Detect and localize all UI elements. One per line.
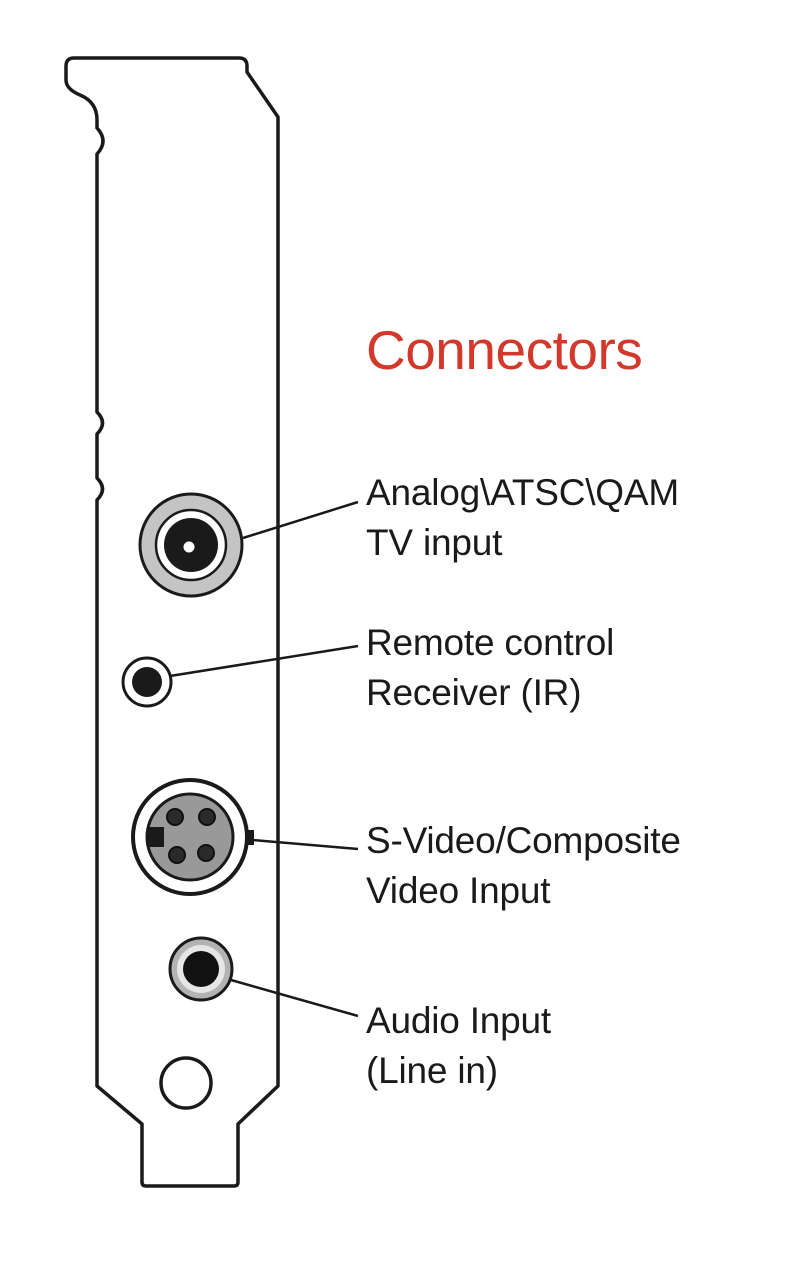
label-ir-receiver: Remote control Receiver (IR) xyxy=(366,618,614,718)
leader-line-tv-input xyxy=(242,500,359,540)
label-video-input-line2: Video Input xyxy=(366,870,551,911)
ir-receiver-connector xyxy=(121,656,173,708)
coax-tv-connector xyxy=(138,492,244,598)
label-tv-input-line2: TV input xyxy=(366,522,503,563)
diagram-title: Connectors xyxy=(366,319,643,381)
label-tv-input: Analog\ATSC\QAM TV input xyxy=(366,468,679,568)
label-tv-input-line1: Analog\ATSC\QAM xyxy=(366,472,679,513)
label-video-input-line1: S-Video/Composite xyxy=(366,820,681,861)
label-audio-input-line1: Audio Input xyxy=(366,1000,552,1041)
label-audio-input-line2: (Line in) xyxy=(366,1050,498,1091)
label-video-input: S-Video/Composite Video Input xyxy=(366,816,681,916)
audio-jack-connector xyxy=(168,936,234,1002)
label-ir-receiver-line2: Receiver (IR) xyxy=(366,672,582,713)
label-audio-input: Audio Input (Line in) xyxy=(366,996,551,1096)
label-ir-receiver-line1: Remote control xyxy=(366,622,615,663)
s-video-key-slot xyxy=(148,827,164,847)
screw-hole xyxy=(159,1056,213,1110)
s-video-connector xyxy=(131,778,254,896)
bracket-outline xyxy=(64,56,280,1188)
leader-line-ir-receiver xyxy=(169,644,359,678)
leader-line-video-input xyxy=(251,838,359,851)
leader-line-audio-input xyxy=(230,978,359,1018)
